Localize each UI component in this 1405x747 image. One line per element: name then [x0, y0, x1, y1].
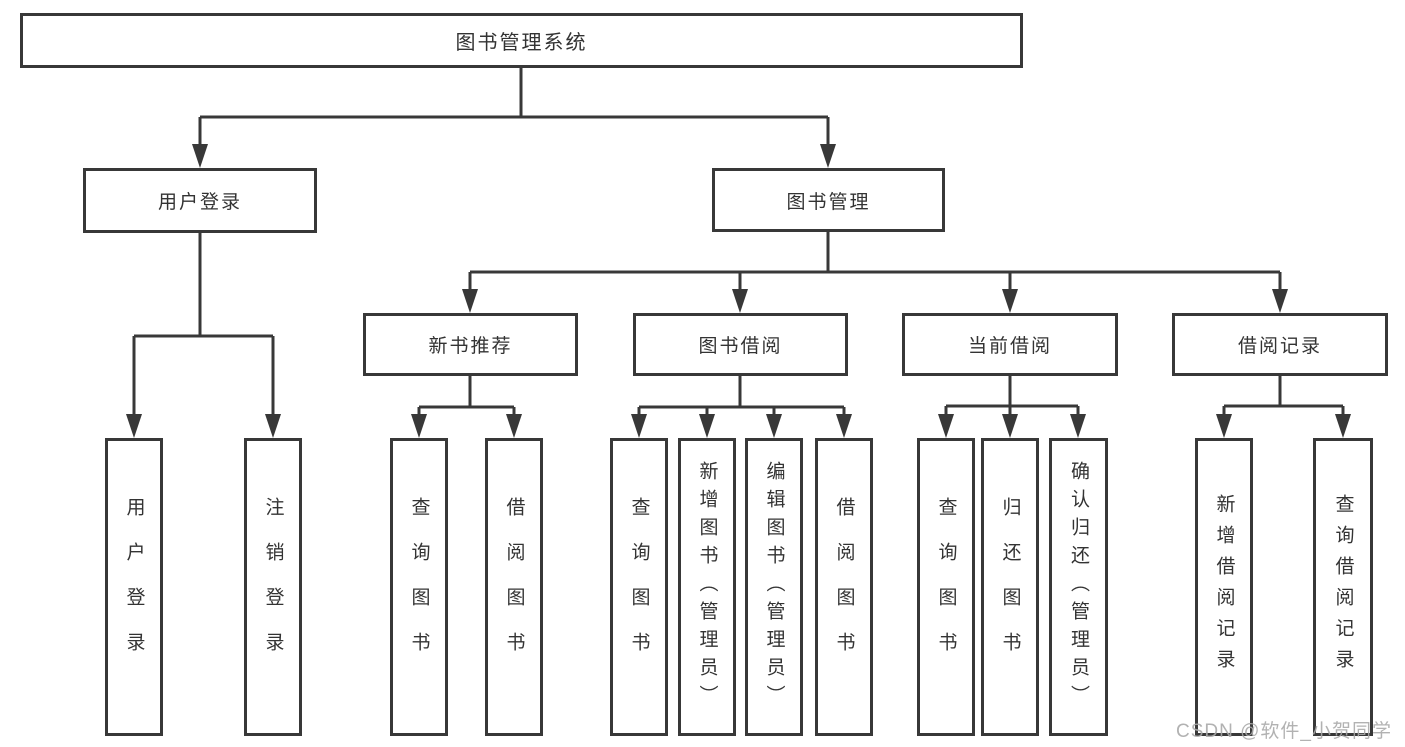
connector-current-borrow-children	[938, 376, 1086, 438]
leaf-query-books-recommend: 查询图书	[390, 438, 448, 736]
leaf-borrow-books-recommend: 借阅图书	[485, 438, 543, 736]
csdn-watermark: CSDN @软件_小贺同学	[1176, 721, 1392, 742]
leaf-return-books: 归还图书	[981, 438, 1039, 736]
node-user-login: 用户登录	[83, 168, 317, 233]
leaf-confirm-return-admin: 确认归还（管理员）	[1049, 438, 1108, 736]
leaf-borrow-books: 借阅图书	[815, 438, 873, 736]
connector-borrow-records-children	[1216, 376, 1351, 438]
leaf-query-borrow-record: 查询借阅记录	[1313, 438, 1373, 736]
leaf-query-books-current: 查询图书	[917, 438, 975, 736]
leaf-add-books-admin: 新增图书（管理员）	[678, 438, 736, 736]
node-library-management-system: 图书管理系统	[20, 13, 1023, 68]
connector-user-login-children	[126, 233, 281, 438]
node-borrow-records: 借阅记录	[1172, 313, 1388, 376]
node-book-management: 图书管理	[712, 168, 945, 232]
node-book-borrow: 图书借阅	[633, 313, 848, 376]
node-current-borrow: 当前借阅	[902, 313, 1118, 376]
leaf-logout: 注销登录	[244, 438, 302, 736]
leaf-user-login: 用户登录	[105, 438, 163, 736]
connector-book-borrow-children	[631, 376, 852, 438]
connector-book-mgmt-to-level3	[462, 232, 1288, 313]
leaf-edit-books-admin: 编辑图书（管理员）	[745, 438, 803, 736]
node-new-book-recommend: 新书推荐	[363, 313, 578, 376]
leaf-query-books-borrow: 查询图书	[610, 438, 668, 736]
connector-root-to-level2	[192, 68, 836, 168]
connector-new-book-children	[411, 376, 522, 438]
leaf-add-borrow-record: 新增借阅记录	[1195, 438, 1253, 736]
